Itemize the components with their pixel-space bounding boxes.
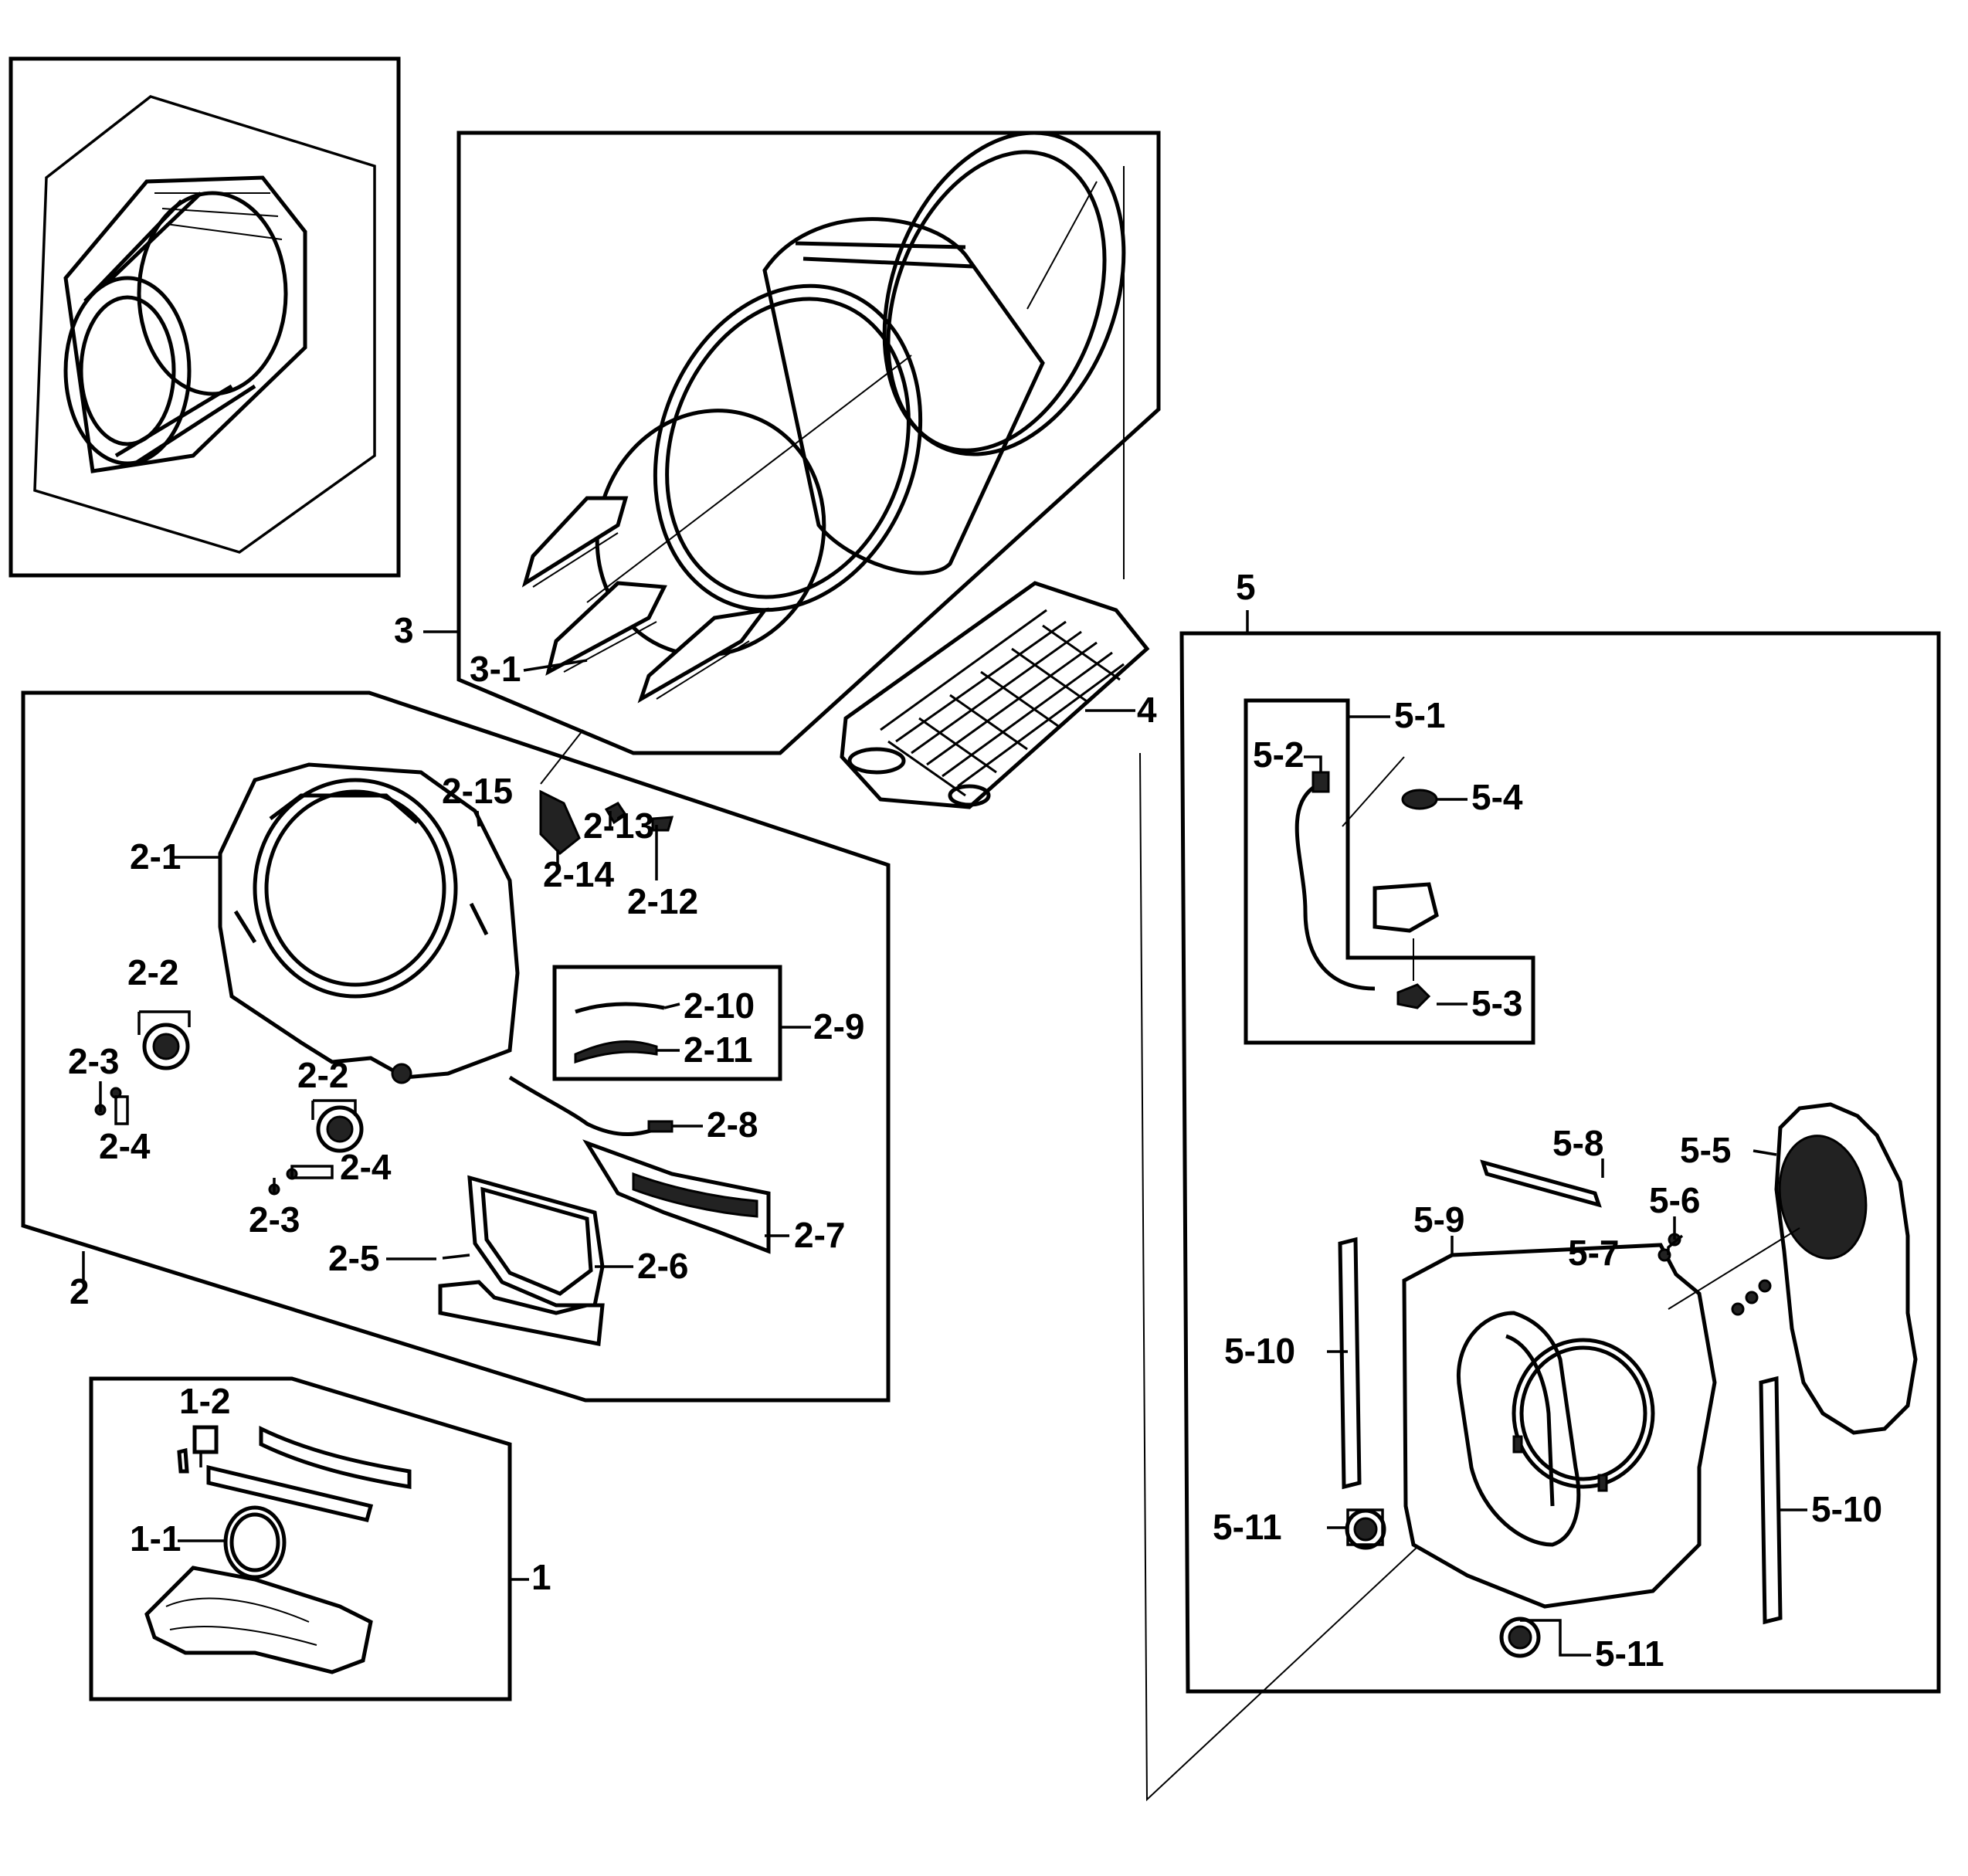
label-5-11-left: 5-11 [1213,1507,1282,1547]
part-4-lint-filter [840,581,1150,809]
label-2-3-a: 2-3 [68,1041,119,1081]
group-3-drum [456,131,1161,755]
label-5-11-right: 5-11 [1595,1633,1664,1674]
label-5-1: 5-1 [1394,695,1445,735]
label-5-3: 5-3 [1471,983,1522,1023]
label-1-2: 1-2 [179,1381,230,1421]
label-2-11: 2-11 [684,1030,753,1070]
label-2-15: 2-15 [442,771,513,811]
label-2-2-a: 2-2 [127,952,178,992]
label-5-8: 5-8 [1552,1123,1603,1163]
label-2-13: 2-13 [583,806,654,846]
label-5-10-left: 5-10 [1224,1331,1295,1371]
label-2-14: 2-14 [543,854,614,894]
label-5-2: 5-2 [1253,734,1304,775]
label-2-4-a: 2-4 [99,1126,151,1166]
label-2-7: 2-7 [794,1215,845,1255]
label-3-1: 3-1 [470,649,521,689]
label-2-1: 2-1 [130,836,181,877]
label-1: 1 [531,1557,551,1597]
label-2: 2 [70,1271,90,1311]
label-5: 5 [1236,567,1256,607]
label-2-2-b: 2-2 [297,1055,348,1095]
group-5-rear-panel [1139,631,1941,1802]
label-5-9: 5-9 [1413,1199,1464,1240]
assembly-thumbnail [8,56,401,578]
label-2-4-b: 2-4 [340,1147,392,1187]
label-2-3-b: 2-3 [249,1199,300,1240]
label-1-1: 1-1 [130,1518,181,1559]
group-1-duct [89,1376,512,1701]
label-5-7: 5-7 [1568,1233,1619,1273]
label-5-10-right: 5-10 [1811,1489,1882,1529]
label-5-5: 5-5 [1680,1130,1731,1170]
label-2-6: 2-6 [637,1246,688,1286]
group-2-front-panel [21,690,891,1403]
label-2-5: 2-5 [328,1238,379,1278]
label-4: 4 [1137,690,1157,730]
label-2-8: 2-8 [707,1104,758,1145]
label-3: 3 [394,610,414,650]
label-2-9: 2-9 [813,1006,864,1047]
label-2-10: 2-10 [684,985,755,1026]
callout-leaders [82,610,1807,1657]
callout-labels: 3 3-1 4 5 5-1 5-2 5-4 5-3 5-5 5-8 5-6 5-… [68,567,1882,1674]
label-2-12: 2-12 [627,881,698,921]
label-5-4: 5-4 [1471,777,1523,817]
label-5-6: 5-6 [1649,1180,1700,1220]
